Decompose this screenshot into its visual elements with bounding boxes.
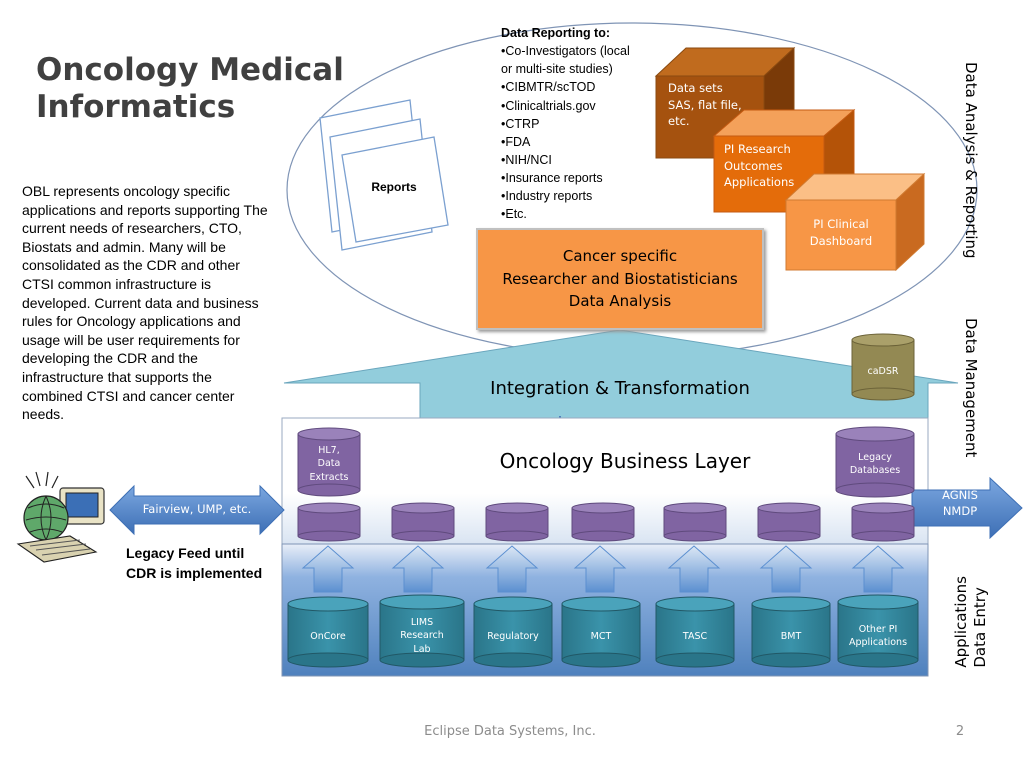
cyl-line: HL7, xyxy=(318,445,340,456)
recipient-item: •Industry reports xyxy=(501,189,593,204)
right-arrow-agnis xyxy=(911,476,1023,540)
box-line: Data Analysis xyxy=(568,292,672,311)
box-line: Applications xyxy=(724,175,795,190)
app-line: TASC xyxy=(682,631,708,642)
recipient-item: •Etc. xyxy=(501,207,527,222)
arrow-line: AGNIS xyxy=(942,488,978,502)
entry-app-bmt: BMT xyxy=(752,630,830,643)
cadsr-cylinder xyxy=(851,333,915,401)
box-line: PI Research xyxy=(724,142,791,156)
box-line: Dashboard xyxy=(809,233,873,248)
left-arrow-label: Fairview, UMP, etc. xyxy=(142,502,252,516)
note-line: CDR is implemented xyxy=(126,564,263,581)
layer-label-management: Data Management xyxy=(962,318,980,458)
layer-label-entry: Data Entry Applications xyxy=(952,576,990,668)
cyl-line: Data xyxy=(317,458,341,470)
note-line: Legacy Feed until xyxy=(126,545,245,561)
app-line: Other PI xyxy=(858,624,898,635)
recipient-item: •CTRP xyxy=(501,116,540,131)
recipient-item: •NIH/NCI xyxy=(501,152,552,167)
slide-title: Oncology Medical Informatics xyxy=(36,52,344,125)
box-line: etc. xyxy=(668,114,690,129)
box-pi-dashboard xyxy=(784,172,926,272)
box-line: Data sets xyxy=(668,81,723,95)
integration-arrow xyxy=(283,329,959,419)
left-double-arrow xyxy=(109,484,285,536)
hl7-label: HL7, Data Extracts xyxy=(298,444,360,484)
app-line: MCT xyxy=(590,631,612,642)
obl-label: Oncology Business Layer xyxy=(499,449,751,473)
arrow-line: NMDP xyxy=(942,503,978,518)
legacy-db-label: Legacy Databases xyxy=(836,451,914,478)
layer-label-analysis: Data Analysis & Reporting xyxy=(962,62,980,259)
entry-cylinders xyxy=(287,594,919,668)
box-line: Outcomes xyxy=(724,158,783,173)
box-line: PI Clinical xyxy=(813,217,869,231)
recipient-item: or multi-site studies) xyxy=(501,62,613,77)
reporting-heading: Data Reporting to: xyxy=(501,26,611,40)
entry-app-other-pi: Other PI Applications xyxy=(838,623,918,650)
up-arrows xyxy=(301,545,905,593)
box-line: Cancer specific xyxy=(562,247,678,266)
cyl-line: Extracts xyxy=(309,471,349,483)
cadsr-label: caDSR xyxy=(867,366,899,377)
footer-company: Eclipse Data Systems, Inc. xyxy=(424,724,596,739)
recipient-item: •CIBMTR/scTOD xyxy=(501,80,596,95)
cyl-line: Databases xyxy=(849,465,901,477)
reports-stack xyxy=(319,99,449,251)
app-line: LIMS xyxy=(410,617,434,628)
app-line: OnCore xyxy=(310,631,346,642)
app-line: Regulatory xyxy=(487,631,539,642)
entry-app-lims: LIMS Research Lab xyxy=(380,616,464,656)
integration-label: Integration & Transformation xyxy=(490,378,750,399)
pi-research-label: PI Research Outcomes Applications xyxy=(724,141,820,191)
legacy-db-cylinder xyxy=(835,426,915,498)
page-number: 2 xyxy=(955,724,965,739)
reporting-recipients-list: Data Reporting to: •Co-Investigators (lo… xyxy=(501,24,661,223)
data-sets-label: Data sets SAS, flat file, etc. xyxy=(668,80,760,130)
reports-label: Reports xyxy=(371,180,417,194)
slide-description: OBL represents oncology specific applica… xyxy=(22,183,268,423)
app-line: BMT xyxy=(780,631,802,642)
app-line: Lab xyxy=(413,643,431,655)
pi-dashboard-label: PI Clinical Dashboard xyxy=(786,216,896,249)
cyl-line: Legacy xyxy=(858,452,892,463)
legacy-feed-note: Legacy Feed until CDR is implemented xyxy=(126,544,286,583)
right-arrow-label: AGNIS NMDP xyxy=(918,488,1002,519)
entry-app-regulatory: Regulatory xyxy=(474,630,552,643)
box-line: Researcher and Biostatisticians xyxy=(502,269,738,288)
recipient-item: •Clinicaltrials.gov xyxy=(501,98,596,113)
entry-label-line: Data Entry xyxy=(970,587,989,668)
hl7-cylinder xyxy=(297,427,361,497)
entry-app-tasc: TASC xyxy=(656,630,734,643)
entry-app-oncore: OnCore xyxy=(288,630,368,643)
app-line: Research xyxy=(400,630,444,642)
cancer-analysis-box: Cancer specific Researcher and Biostatis… xyxy=(476,228,764,330)
recipient-item: •Co-Investigators (local xyxy=(501,44,630,59)
obl-cylinders xyxy=(297,502,915,542)
entry-app-mct: MCT xyxy=(562,630,640,643)
recipient-item: •Insurance reports xyxy=(501,171,603,185)
computer-globe-icon xyxy=(16,471,105,563)
box-line: SAS, flat file, xyxy=(668,97,742,112)
recipient-item: •FDA xyxy=(501,134,531,149)
entry-label-line: Applications xyxy=(952,576,970,668)
app-line: Applications xyxy=(848,637,908,649)
